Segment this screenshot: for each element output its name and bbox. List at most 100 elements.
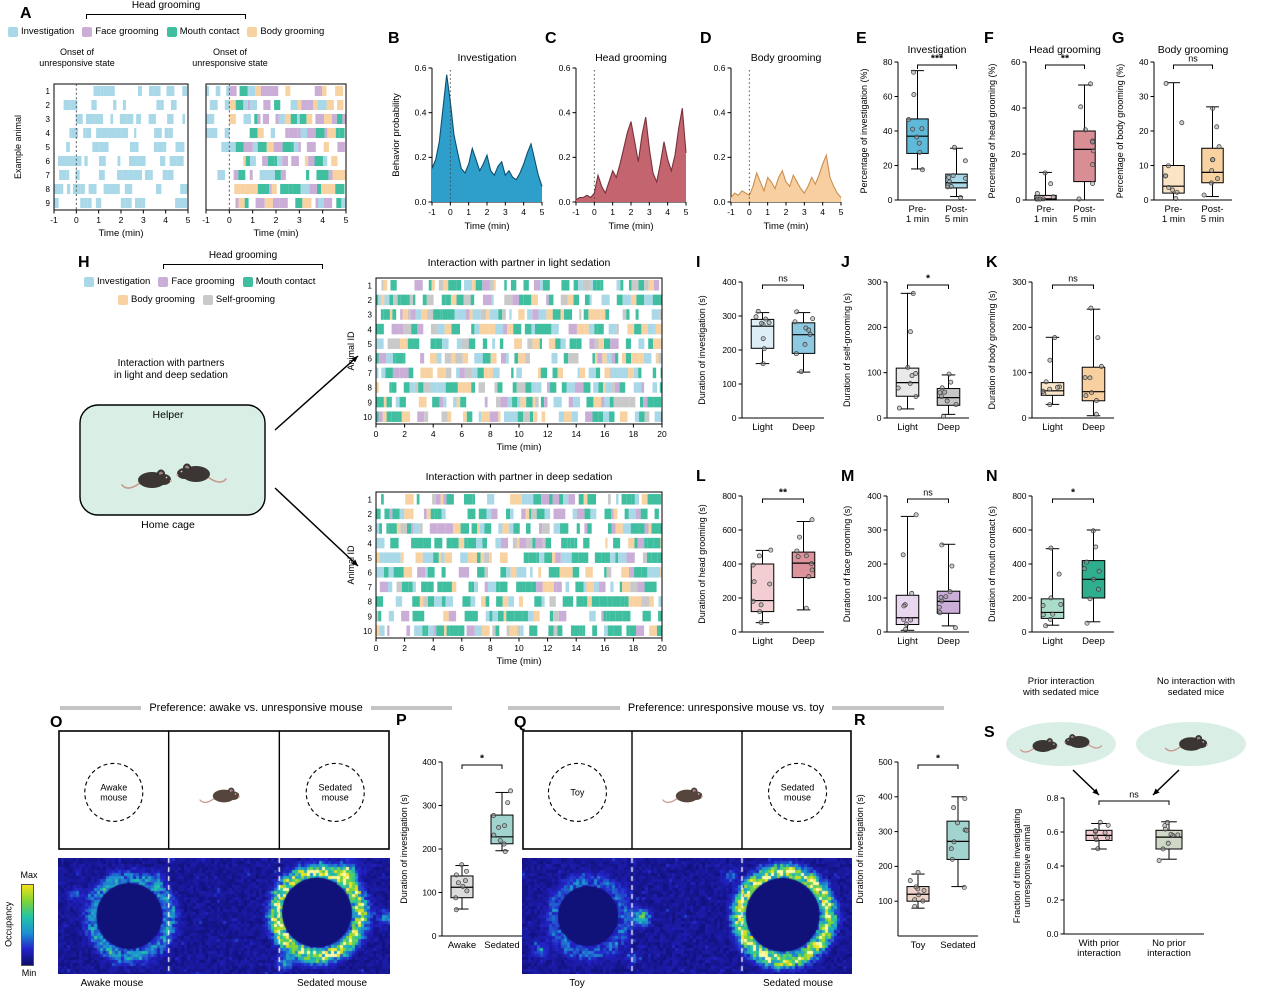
svg-text:20: 20 — [1011, 149, 1021, 159]
prior-interaction-label: Prior interaction with sedated mice — [1022, 676, 1100, 699]
mouth-color-swatch — [242, 276, 253, 287]
panel-label-e: E — [856, 30, 867, 47]
svg-text:Toy: Toy — [911, 940, 926, 951]
svg-text:0: 0 — [747, 207, 752, 217]
svg-text:0.6: 0.6 — [714, 63, 726, 73]
svg-text:5: 5 — [368, 340, 373, 349]
legend-item-body: Body grooming — [118, 294, 195, 305]
svg-text:8: 8 — [488, 643, 493, 653]
svg-text:Example animal: Example animal — [13, 115, 23, 179]
svg-text:2: 2 — [119, 215, 124, 225]
svg-text:Body grooming: Body grooming — [1158, 44, 1229, 56]
panel-label-b: B — [388, 30, 400, 47]
svg-text:0.4: 0.4 — [559, 107, 571, 117]
svg-text:500: 500 — [878, 757, 892, 767]
svg-text:Time (min): Time (min) — [496, 442, 541, 453]
svg-text:*: * — [926, 273, 931, 285]
svg-text:Deep: Deep — [937, 636, 960, 647]
svg-text:2: 2 — [402, 643, 407, 653]
svg-text:18: 18 — [629, 643, 639, 653]
svg-text:0: 0 — [448, 207, 453, 217]
svg-text:Light: Light — [1042, 422, 1063, 433]
svg-text:Awake: Awake — [448, 940, 476, 951]
panel-o-header: Preference: awake vs. unresponsive mouse — [60, 702, 453, 714]
svg-text:Interaction with partner in de: Interaction with partner in deep sedatio… — [426, 471, 613, 483]
svg-text:2: 2 — [485, 207, 490, 217]
svg-text:1: 1 — [46, 87, 51, 96]
svg-text:0: 0 — [732, 627, 737, 637]
svg-text:5: 5 — [344, 215, 349, 225]
svg-text:6: 6 — [368, 569, 373, 578]
svg-text:0.2: 0.2 — [714, 152, 726, 162]
svg-text:unresponsive animal: unresponsive animal — [1022, 825, 1032, 908]
svg-text:7: 7 — [368, 369, 373, 378]
svg-text:20: 20 — [883, 160, 893, 170]
svg-text:0.2: 0.2 — [559, 152, 571, 162]
panel-label-c: C — [545, 30, 557, 47]
svg-text:8: 8 — [368, 598, 373, 607]
svg-text:10: 10 — [363, 627, 372, 636]
svg-text:3: 3 — [141, 215, 146, 225]
panel-label-m: M — [841, 468, 855, 485]
svg-text:100: 100 — [867, 367, 881, 377]
legend-item-label: Face grooming — [95, 26, 159, 37]
svg-text:0.4: 0.4 — [1047, 861, 1059, 871]
svg-text:200: 200 — [1012, 322, 1026, 332]
legend-item-self: Self-grooming — [202, 294, 275, 305]
svg-text:**: ** — [779, 487, 788, 499]
svg-text:0.4: 0.4 — [714, 107, 726, 117]
svg-text:4: 4 — [665, 207, 670, 217]
svg-text:40: 40 — [1011, 103, 1021, 113]
svg-text:0: 0 — [1022, 413, 1027, 423]
svg-text:-1: -1 — [727, 207, 735, 217]
svg-text:1: 1 — [250, 215, 255, 225]
svg-text:300: 300 — [867, 525, 881, 535]
face-color-swatch — [158, 276, 169, 287]
svg-text:200: 200 — [867, 559, 881, 569]
panel-label-g: G — [1112, 30, 1125, 47]
legend-item-investigation: Investigation — [8, 26, 74, 37]
svg-text:0: 0 — [227, 215, 232, 225]
svg-text:3: 3 — [647, 207, 652, 217]
panel-label-o: O — [50, 714, 63, 731]
svg-text:0: 0 — [732, 413, 737, 423]
svg-text:4: 4 — [320, 215, 325, 225]
panel-label-f: F — [984, 30, 994, 47]
panel-label-k: K — [986, 254, 998, 271]
svg-text:Sedated: Sedated — [484, 940, 519, 951]
svg-text:10: 10 — [363, 413, 372, 422]
legend-item-investigation: Investigation — [84, 276, 150, 287]
svg-text:0: 0 — [1016, 195, 1021, 205]
svg-text:200: 200 — [1012, 593, 1026, 603]
svg-text:60: 60 — [883, 91, 893, 101]
svg-text:20: 20 — [657, 643, 667, 653]
svg-text:20: 20 — [657, 429, 667, 439]
svg-text:9: 9 — [368, 612, 373, 621]
svg-text:12: 12 — [543, 429, 553, 439]
svg-text:Time (min): Time (min) — [496, 656, 541, 667]
svg-text:800: 800 — [1012, 491, 1026, 501]
svg-text:Duration of mouth contact (s): Duration of mouth contact (s) — [987, 506, 997, 622]
svg-text:Deep: Deep — [1082, 636, 1105, 647]
svg-text:2: 2 — [368, 296, 373, 305]
legend-item-label: Investigation — [97, 276, 151, 287]
svg-text:12: 12 — [543, 643, 553, 653]
svg-text:Head grooming: Head grooming — [1029, 44, 1101, 56]
svg-text:2: 2 — [368, 510, 373, 519]
svg-text:200: 200 — [867, 322, 881, 332]
investigation-color-swatch — [8, 26, 18, 37]
svg-text:Investigation: Investigation — [458, 52, 517, 64]
panel-label-l: L — [696, 468, 706, 485]
svg-text:600: 600 — [1012, 525, 1026, 535]
svg-text:3: 3 — [368, 525, 373, 534]
